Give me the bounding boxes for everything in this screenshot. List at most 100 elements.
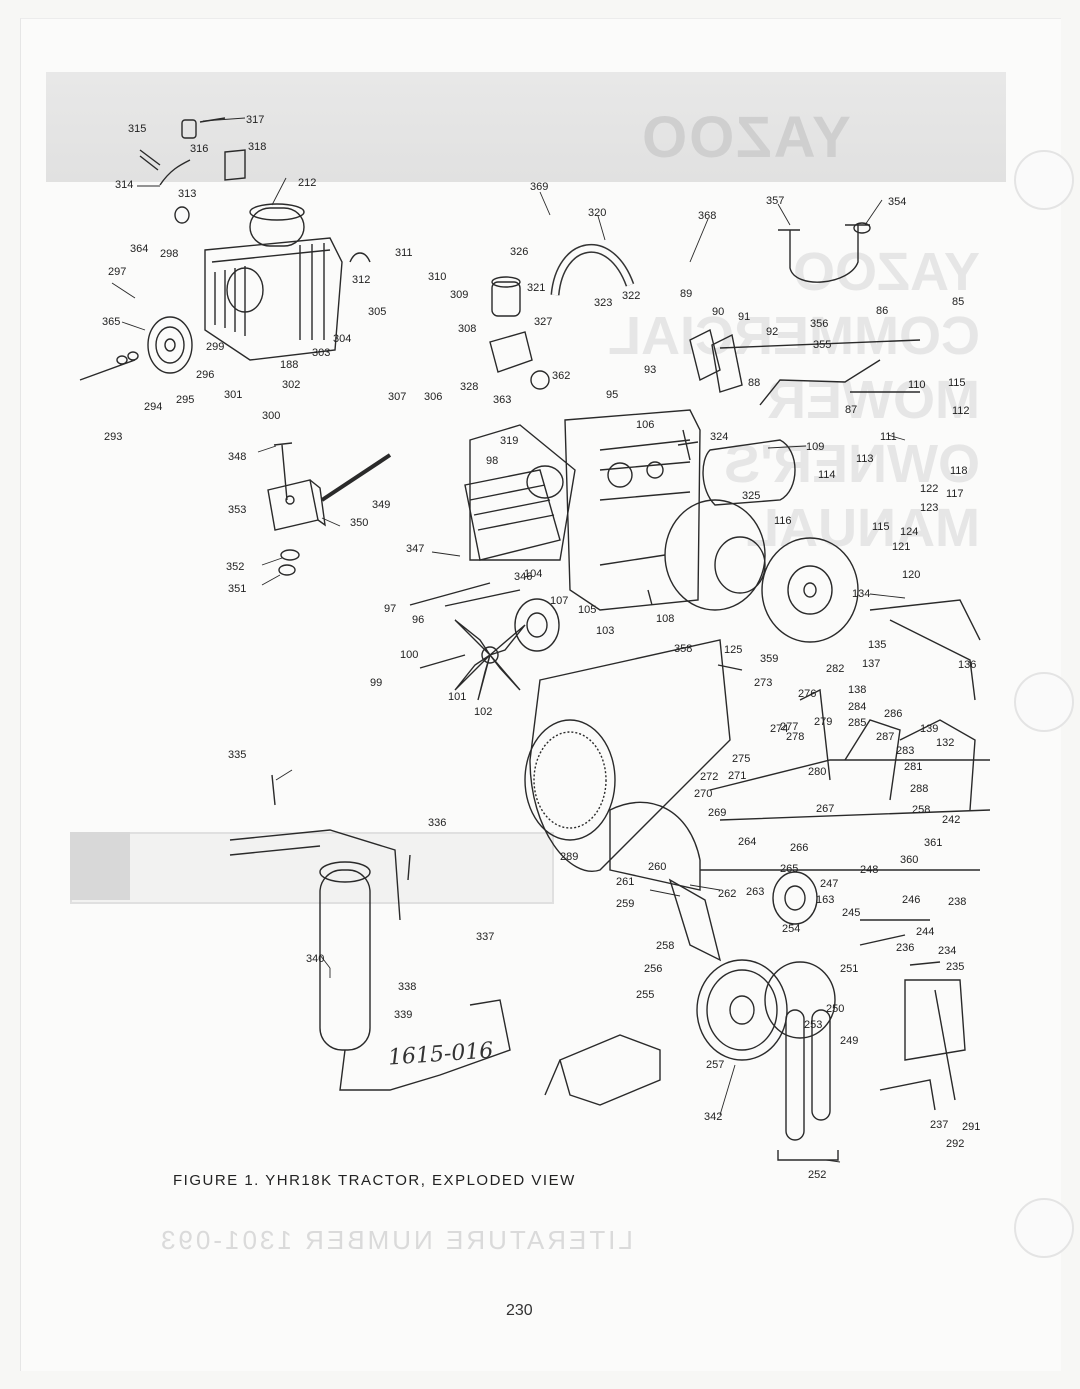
part-label: 339: [394, 1009, 412, 1021]
part-label: 254: [782, 923, 800, 935]
part-label: 256: [644, 963, 662, 975]
part-label: 315: [128, 123, 146, 135]
part-label: 273: [754, 677, 772, 689]
part-label: 234: [938, 945, 956, 957]
part-label: 247: [820, 878, 838, 890]
part-label: 303: [312, 347, 330, 359]
part-label: 365: [102, 316, 120, 328]
part-label: 248: [860, 864, 878, 876]
part-label: 342: [704, 1111, 722, 1123]
part-label: 85: [952, 296, 964, 308]
part-label: 292: [946, 1138, 964, 1150]
part-label: 336: [428, 817, 446, 829]
part-label: 306: [424, 391, 442, 403]
part-label: 87: [845, 404, 857, 416]
part-label: 352: [226, 561, 244, 573]
part-label: 91: [738, 311, 750, 323]
part-label: 293: [104, 431, 122, 443]
part-label: 295: [176, 394, 194, 406]
part-label: 113: [856, 453, 874, 465]
part-label: 364: [130, 243, 148, 255]
part-label: 359: [760, 653, 778, 665]
part-label: 97: [384, 603, 396, 615]
punch-hole-middle: [1014, 672, 1074, 732]
part-label: 212: [298, 177, 316, 189]
part-label: 310: [428, 271, 446, 283]
part-label: 104: [524, 568, 542, 580]
part-label: 101: [448, 691, 466, 703]
part-label: 305: [368, 306, 386, 318]
part-label: 110: [908, 379, 926, 391]
part-label: 281: [904, 761, 922, 773]
part-label: 264: [738, 836, 756, 848]
part-label: 326: [510, 246, 528, 258]
part-label: 265: [780, 863, 798, 875]
part-label: 251: [840, 963, 858, 975]
part-label: 318: [248, 141, 266, 153]
part-label: 362: [552, 370, 570, 382]
part-label: 188: [280, 359, 298, 371]
part-label: 321: [527, 282, 545, 294]
part-label: 99: [370, 677, 382, 689]
part-label: 259: [616, 898, 634, 910]
part-label: 95: [606, 389, 618, 401]
punch-hole-top: [1014, 150, 1074, 210]
part-label: 328: [460, 381, 478, 393]
part-label: 347: [406, 543, 424, 555]
part-label: 327: [534, 316, 552, 328]
part-label: 124: [900, 526, 918, 538]
transmission-housing: [469, 409, 701, 611]
part-label: 117: [946, 488, 964, 500]
part-label: 299: [206, 341, 224, 353]
part-label: 250: [826, 1003, 844, 1015]
part-label: 122: [920, 483, 938, 495]
ghost-parts-box-tab: [70, 832, 130, 900]
muffler: [229, 829, 511, 1091]
cylinder-head: [464, 469, 561, 561]
part-label: 237: [930, 1119, 948, 1131]
part-label: 280: [808, 766, 826, 778]
engine-assembly: [204, 203, 371, 361]
part-label: 357: [766, 195, 784, 207]
part-label: 88: [748, 377, 760, 389]
part-label: 135: [868, 639, 886, 651]
part-label: 340: [306, 953, 324, 965]
part-label: 125: [724, 644, 742, 656]
part-label: 316: [190, 143, 208, 155]
part-label: 319: [500, 435, 518, 447]
part-label: 323: [594, 297, 612, 309]
part-label: 266: [790, 842, 808, 854]
part-label: 285: [848, 717, 866, 729]
part-label: 137: [862, 658, 880, 670]
part-label: 236: [896, 942, 914, 954]
part-label: 300: [262, 410, 280, 422]
part-label: 335: [228, 749, 246, 761]
part-label: 92: [766, 326, 778, 338]
part-label: 360: [900, 854, 918, 866]
part-label: 322: [622, 290, 640, 302]
part-label: 138: [848, 684, 866, 696]
page-number: 230: [506, 1302, 533, 1319]
part-label: 86: [876, 305, 888, 317]
part-label: 252: [808, 1169, 826, 1181]
part-label: 286: [884, 708, 902, 720]
part-label: 289: [560, 851, 578, 863]
part-label: 116: [774, 515, 792, 527]
part-label: 287: [876, 731, 894, 743]
part-label: 304: [333, 333, 351, 345]
part-label: 121: [892, 541, 910, 553]
part-label: 132: [936, 737, 954, 749]
part-label: 282: [826, 663, 844, 675]
part-label: 346: [514, 571, 532, 583]
part-label: 348: [228, 451, 246, 463]
part-label: 246: [902, 894, 920, 906]
part-label: 349: [372, 499, 390, 511]
part-label: 90: [712, 306, 724, 318]
part-label: 106: [636, 419, 654, 431]
part-label: 294: [144, 401, 162, 413]
part-label: 112: [952, 405, 970, 417]
part-label: 139: [920, 723, 938, 735]
figure-caption: FIGURE 1. YHR18K TRACTOR, EXPLODED VIEW: [173, 1172, 576, 1189]
part-label: 120: [902, 569, 920, 581]
